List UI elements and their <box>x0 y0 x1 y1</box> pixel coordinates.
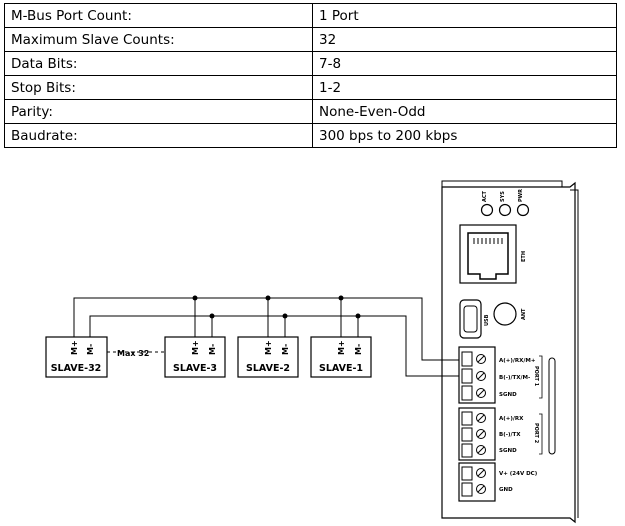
spec-value-baudrate: 300 bps to 200 kbps <box>312 123 617 148</box>
slave-name: SLAVE-3 <box>173 363 217 374</box>
ant-label: ANT <box>521 308 527 320</box>
port1-pin-b: B(-)/TX/M- <box>499 375 530 381</box>
slave-plus-label: M+ <box>191 340 200 355</box>
slave-minus-label: M- <box>208 344 217 355</box>
spec-label-mbus-port-count: M-Bus Port Count: <box>4 3 313 28</box>
usb-port-icon <box>459 299 482 339</box>
port2-terminal-block <box>458 407 496 461</box>
power-pin-vplus: V+ (24V DC) <box>499 471 538 477</box>
spec-value-parity: None-Even-Odd <box>312 99 617 124</box>
pwr-led-icon <box>516 203 530 217</box>
antenna-icon <box>493 302 517 326</box>
max-slaves-label: Max 32 <box>117 349 149 358</box>
slave-device: M+ M- SLAVE-2 <box>237 336 299 378</box>
bus-wiring <box>73 297 459 377</box>
spec-label-parity: Parity: <box>4 99 313 124</box>
usb-label: USB <box>484 314 490 326</box>
spec-label-data-bits: Data Bits: <box>4 51 313 76</box>
power-pin-gnd: GND <box>499 487 513 493</box>
spec-value-max-slave-counts: 32 <box>312 27 617 52</box>
status-leds: ACT SYS PWR <box>480 189 530 217</box>
spec-value-stop-bits: 1-2 <box>312 75 617 100</box>
slave-plus-label: M+ <box>264 340 273 355</box>
led-label-pwr: PWR <box>518 189 524 202</box>
sys-led-icon <box>498 203 512 217</box>
port1-terminal-block <box>458 346 496 404</box>
table-row: Data Bits: 7-8 <box>4 51 617 76</box>
slave-device: M+ M- SLAVE-1 <box>310 336 372 378</box>
slave-minus-label: M- <box>281 344 290 355</box>
led-label-sys: SYS <box>500 191 506 202</box>
gateway-device: ACT SYS PWR ETH USB ANT <box>441 180 579 524</box>
slave-plus-label: M+ <box>337 340 346 355</box>
port2-pin-b: B(-)/TX <box>499 432 521 438</box>
port1-label: PORT 1 <box>533 366 539 387</box>
wiring-diagram: ACT SYS PWR ETH USB ANT <box>45 180 579 524</box>
port2-label: PORT 2 <box>533 423 539 444</box>
spec-label-max-slave-counts: Maximum Slave Counts: <box>4 27 313 52</box>
spec-value-data-bits: 7-8 <box>312 51 617 76</box>
spec-label-stop-bits: Stop Bits: <box>4 75 313 100</box>
spec-value-mbus-port-count: 1 Port <box>312 3 617 28</box>
port2-pin-sgnd: SGND <box>499 448 517 454</box>
bus-junctions <box>192 295 361 319</box>
table-row: Stop Bits: 1-2 <box>4 75 617 100</box>
spec-table: M-Bus Port Count: 1 Port Maximum Slave C… <box>4 3 617 148</box>
ethernet-port-icon <box>459 224 517 284</box>
slave-plus-label: M+ <box>70 340 79 355</box>
slave-minus-label: M- <box>86 344 95 355</box>
slave-minus-label: M- <box>354 344 363 355</box>
slave-name: SLAVE-32 <box>51 363 102 374</box>
eth-label: ETH <box>521 251 527 262</box>
port2-pin-a: A(+)/RX <box>499 416 524 422</box>
port1-pin-a: A(+)/RX/M+ <box>499 358 536 364</box>
led-label-act: ACT <box>482 190 488 202</box>
slave-device: M+ M- SLAVE-3 <box>164 336 226 378</box>
slave-name: SLAVE-1 <box>319 363 363 374</box>
table-row: M-Bus Port Count: 1 Port <box>4 3 617 28</box>
table-row: Parity: None-Even-Odd <box>4 99 617 124</box>
port1-pin-sgnd: SGND <box>499 392 517 398</box>
table-row: Maximum Slave Counts: 32 <box>4 27 617 52</box>
table-row: Baudrate: 300 bps to 200 kbps <box>4 123 617 148</box>
slave-name: SLAVE-2 <box>246 363 290 374</box>
slave-device: M+ M- SLAVE-32 <box>45 336 108 378</box>
spec-label-baudrate: Baudrate: <box>4 123 313 148</box>
power-terminal-block <box>458 462 496 502</box>
act-led-icon <box>480 203 494 217</box>
